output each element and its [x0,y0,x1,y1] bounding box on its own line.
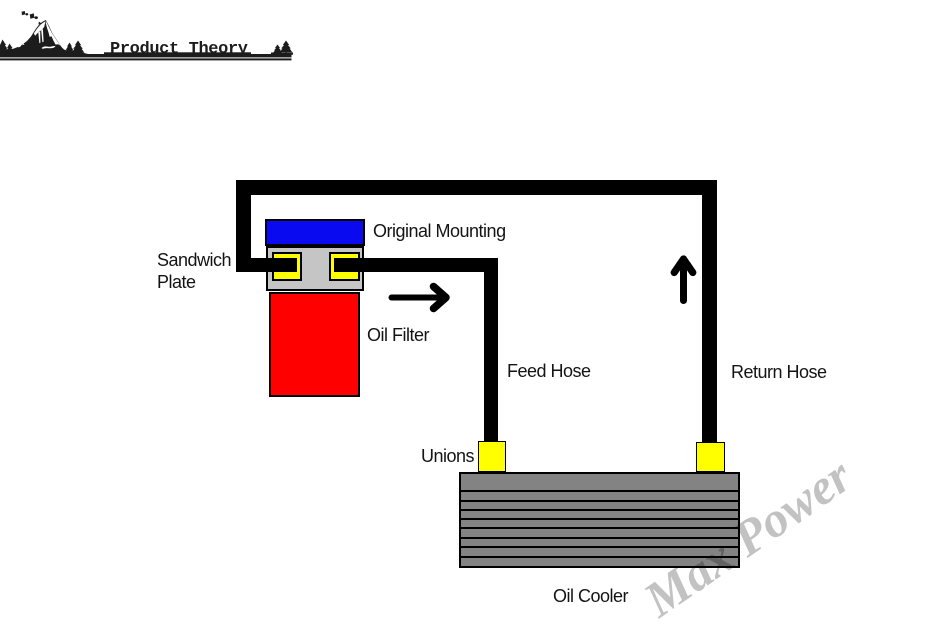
svg-text:Product Theory: Product Theory [110,40,248,59]
